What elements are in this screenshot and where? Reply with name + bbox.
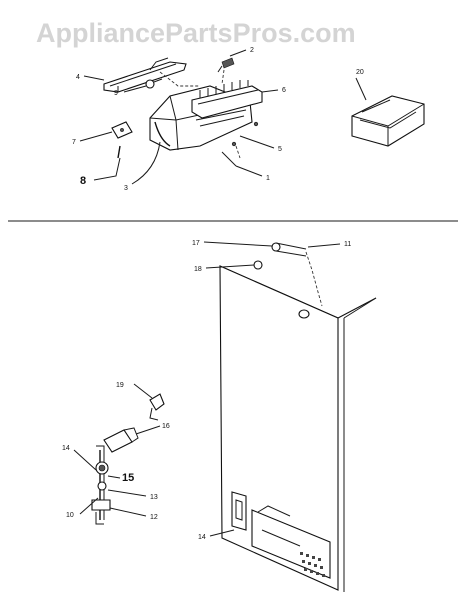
part-16-tube: 16 bbox=[103, 423, 170, 453]
callout-11: 11 bbox=[344, 241, 351, 248]
dispenser-assembly: 19 16 14 15 13 10 12 bbox=[62, 382, 170, 525]
part-1-rod bbox=[221, 151, 237, 167]
callout-6: 6 bbox=[282, 87, 286, 94]
callout-7: 7 bbox=[72, 139, 76, 146]
callout-14-upper: 14 bbox=[62, 445, 70, 452]
callout-15: 15 bbox=[122, 472, 134, 484]
callout-17: 17 bbox=[192, 240, 200, 247]
part-4-bracket bbox=[103, 57, 187, 93]
part-7-plate bbox=[111, 121, 133, 139]
callout-4: 4 bbox=[76, 74, 80, 81]
callout-13: 13 bbox=[150, 494, 158, 501]
part-20-ice-bin: 20 bbox=[351, 69, 425, 147]
part-11-hinge-arm bbox=[305, 251, 323, 307]
part-19-clip: 19 bbox=[116, 382, 165, 421]
door-panel: 17 18 11 14 bbox=[192, 240, 377, 592]
callout-10: 10 bbox=[66, 512, 74, 519]
part-5-screws bbox=[231, 121, 259, 159]
watermark: AppliancePartsPros.com bbox=[36, 18, 356, 48]
ice-maker-assembly: 4 9 2 6 5 1 7 8 3 bbox=[72, 47, 286, 192]
callout-1: 1 bbox=[266, 175, 270, 182]
callout-18: 18 bbox=[194, 266, 202, 273]
callout-19: 19 bbox=[116, 382, 124, 389]
part-14-bottom-bracket bbox=[231, 491, 331, 579]
callout-16: 16 bbox=[162, 423, 170, 430]
control-panel-grid bbox=[300, 552, 325, 577]
part-8-screw bbox=[117, 145, 121, 159]
callout-20: 20 bbox=[356, 69, 364, 76]
callout-9: 9 bbox=[114, 90, 118, 97]
part-2-screw bbox=[217, 57, 235, 73]
callout-8: 8 bbox=[80, 175, 86, 187]
callout-12: 12 bbox=[150, 514, 158, 521]
part-17-18-hinge bbox=[253, 242, 307, 270]
callout-5: 5 bbox=[278, 146, 282, 153]
callout-14-lower: 14 bbox=[198, 534, 206, 541]
part-9-fastener bbox=[145, 78, 163, 89]
callout-2: 2 bbox=[250, 47, 254, 54]
callout-3: 3 bbox=[124, 185, 128, 192]
part-6-ice-mold bbox=[191, 80, 263, 127]
